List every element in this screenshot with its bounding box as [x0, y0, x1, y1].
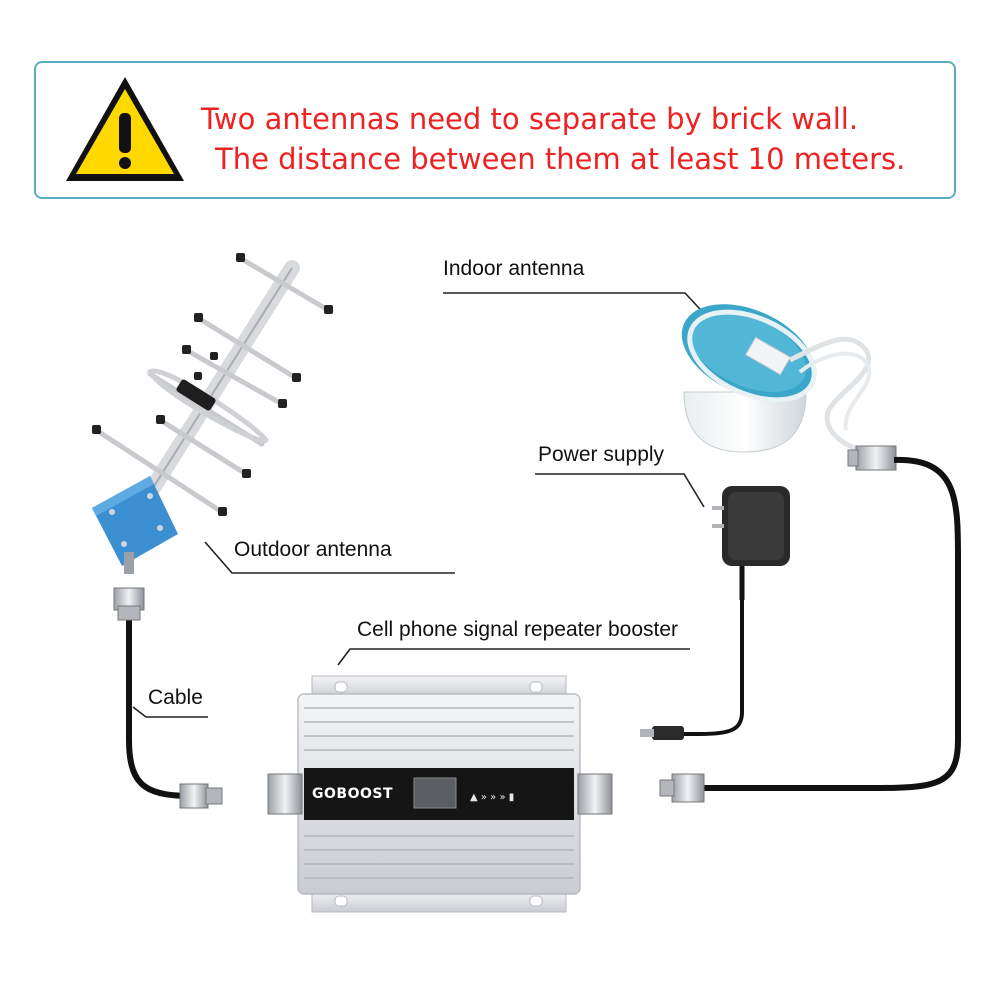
signal-booster: ▲ » » » ▮: [267, 675, 613, 913]
warning-message: Two antennas need to separate by brick w…: [201, 99, 905, 179]
warning-line-2: The distance between them at least 10 me…: [215, 142, 906, 176]
power-adapter: [640, 486, 790, 740]
indoor-antenna: [681, 304, 897, 471]
booster-brand: GOBOOST: [312, 786, 393, 802]
power-supply-label: Power supply: [538, 443, 665, 466]
outdoor-antenna: [92, 253, 333, 574]
booster-leader: [337, 648, 690, 666]
outdoor-antenna-label: Outdoor antenna: [234, 538, 392, 561]
indoor-antenna-label: Indoor antenna: [443, 257, 585, 280]
warning-line-1: Two antennas need to separate by brick w…: [201, 102, 859, 136]
cable-leader: [132, 706, 208, 718]
power-supply-leader: [535, 473, 705, 508]
warning-triangle-icon: [66, 77, 184, 181]
warning-banner: Two antennas need to separate by brick w…: [34, 61, 956, 199]
booster-label: Cell phone signal repeater booster: [357, 618, 679, 641]
outdoor-cable: [113, 587, 223, 809]
indoor-cable: [700, 456, 961, 791]
outdoor-antenna-leader: [204, 541, 455, 574]
indoor-antenna-leader: [443, 292, 713, 323]
svg-text:▲ » » » ▮: ▲ » » » ▮: [470, 792, 514, 803]
booster-output-connector: [659, 773, 705, 803]
cable-label: Cable: [148, 686, 203, 709]
